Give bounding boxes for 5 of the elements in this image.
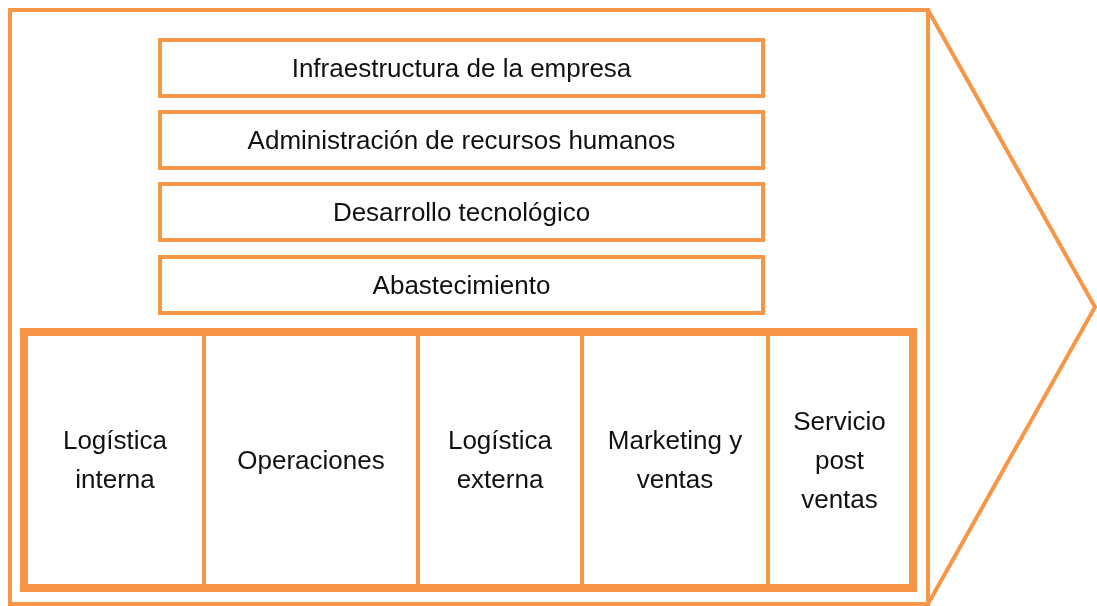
support-activity-box: Abastecimiento	[158, 255, 765, 315]
support-activity-box: Administración de recursos humanos	[158, 110, 765, 170]
support-activity-box: Desarrollo tecnológico	[158, 182, 765, 242]
primary-activities-panel	[20, 328, 917, 592]
support-activity-box: Infraestructura de la empresa	[158, 38, 765, 98]
